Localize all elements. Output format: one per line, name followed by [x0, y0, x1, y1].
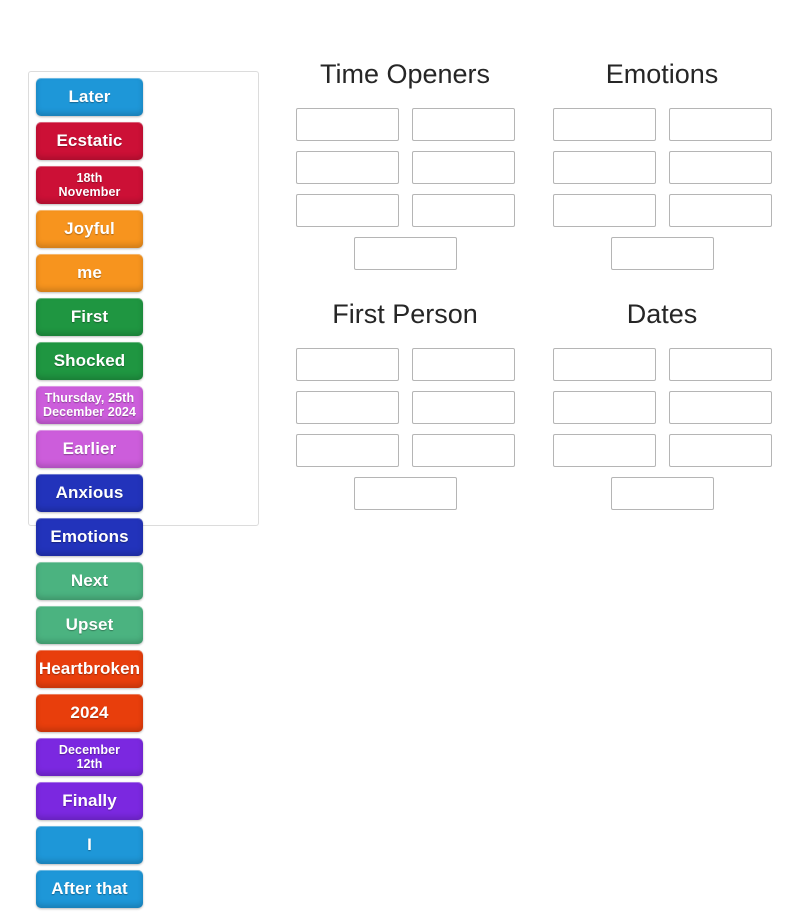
drop-slot[interactable] [552, 193, 656, 227]
drop-slot[interactable] [668, 107, 772, 141]
drop-slot[interactable] [411, 347, 515, 381]
drop-slot[interactable] [610, 236, 714, 270]
drop-slot[interactable] [295, 390, 399, 424]
draggable-tile[interactable]: First [36, 298, 143, 336]
draggable-tile[interactable]: me [36, 254, 143, 292]
drop-slot[interactable] [295, 150, 399, 184]
drop-slot[interactable] [668, 433, 772, 467]
category-title: Time Openers [319, 59, 491, 89]
category-slots [280, 107, 530, 227]
category-slots [280, 347, 530, 467]
category-slot-last-wrap [280, 236, 530, 270]
category-first-person[interactable]: First Person [280, 299, 530, 535]
drop-slot[interactable] [295, 107, 399, 141]
drop-slot[interactable] [411, 150, 515, 184]
drop-slot[interactable] [552, 150, 656, 184]
category-time-openers[interactable]: Time Openers [280, 59, 530, 295]
drop-slot[interactable] [353, 476, 457, 510]
draggable-tile[interactable]: After that [36, 870, 143, 908]
drop-slot[interactable] [668, 347, 772, 381]
drop-slot[interactable] [552, 107, 656, 141]
category-emotions[interactable]: Emotions [537, 59, 787, 295]
drop-slot[interactable] [668, 150, 772, 184]
category-slot-last-wrap [537, 476, 787, 510]
draggable-tile[interactable]: Emotions [36, 518, 143, 556]
category-dates[interactable]: Dates [537, 299, 787, 535]
draggable-tile[interactable]: Earlier [36, 430, 143, 468]
category-title: Emotions [605, 59, 719, 89]
drop-slot[interactable] [552, 347, 656, 381]
drop-slot[interactable] [353, 236, 457, 270]
drop-slot[interactable] [295, 347, 399, 381]
category-title: Dates [626, 299, 698, 329]
draggable-tile[interactable]: Joyful [36, 210, 143, 248]
category-slot-last-wrap [280, 476, 530, 510]
draggable-tile[interactable]: Upset [36, 606, 143, 644]
category-slots [537, 347, 787, 467]
categories-area: Time Openers Emotions First Person Dates [280, 59, 790, 540]
category-slots [537, 107, 787, 227]
draggable-tile[interactable]: Shocked [36, 342, 143, 380]
draggable-tile[interactable]: Heartbroken [36, 650, 143, 688]
drop-slot[interactable] [295, 433, 399, 467]
draggable-tile[interactable]: 2024 [36, 694, 143, 732]
draggable-tile[interactable]: Next [36, 562, 143, 600]
drop-slot[interactable] [668, 390, 772, 424]
drop-slot[interactable] [610, 476, 714, 510]
drop-slot[interactable] [411, 107, 515, 141]
drop-slot[interactable] [411, 433, 515, 467]
draggable-tile[interactable]: Ecstatic [36, 122, 143, 160]
drop-slot[interactable] [668, 193, 772, 227]
category-title: First Person [332, 299, 478, 329]
draggable-tile[interactable]: Anxious [36, 474, 143, 512]
drop-slot[interactable] [552, 433, 656, 467]
drop-slot[interactable] [552, 390, 656, 424]
drop-slot[interactable] [411, 193, 515, 227]
draggable-tile[interactable]: I [36, 826, 143, 864]
category-slot-last-wrap [537, 236, 787, 270]
draggable-tile[interactable]: Later [36, 78, 143, 116]
drop-slot[interactable] [295, 193, 399, 227]
draggable-tile[interactable]: Finally [36, 782, 143, 820]
drop-slot[interactable] [411, 390, 515, 424]
